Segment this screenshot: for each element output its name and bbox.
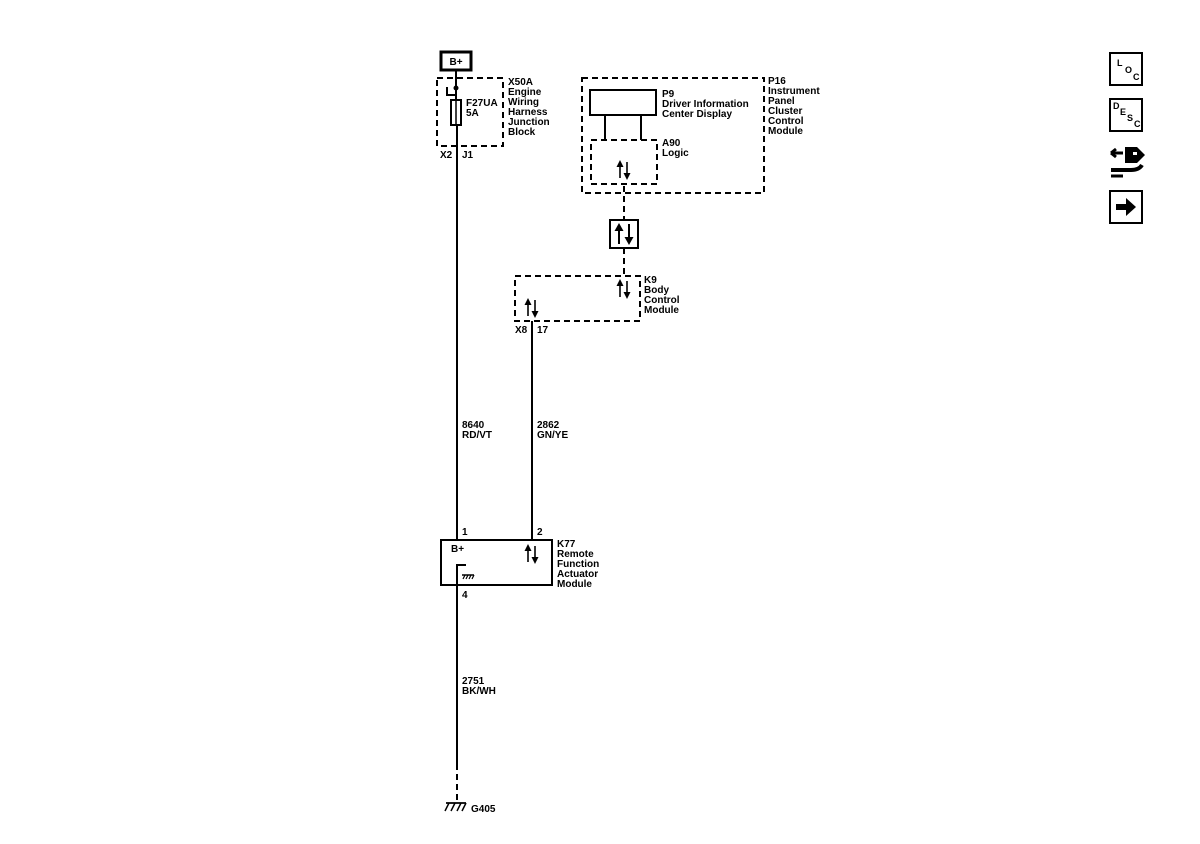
rfa-name-3: Actuator (557, 569, 598, 580)
bcm-terminal: 17 (537, 325, 549, 336)
bcm-name-3: Module (644, 305, 679, 316)
wire-8640-circuit: 8640 (462, 420, 485, 431)
location-letter-o: O (1125, 65, 1133, 75)
fuse-block-connector: X2 (440, 150, 453, 161)
fuse-block-name-3: Harness (508, 107, 548, 118)
display-id: P9 (662, 89, 675, 100)
fuse-rating: 5A (466, 108, 479, 119)
wire-2751-circuit: 2751 (462, 676, 485, 687)
wire-2751-color: BK/WH (462, 686, 496, 697)
fuse-block-id: X50A (508, 77, 533, 88)
display-p9-box (589, 89, 657, 116)
next-button[interactable] (1109, 190, 1143, 224)
fuse-id: F27UA (466, 98, 498, 109)
display-name-1: Driver Information (662, 99, 749, 110)
description-letter-s: S (1127, 113, 1134, 123)
bcm-name-2: Control (644, 295, 680, 306)
bcm-name-1: Body (644, 285, 669, 296)
wire-8640-color: RD/VT (462, 430, 492, 441)
ground-id: G405 (471, 804, 496, 815)
rfa-internal-label: B+ (451, 544, 464, 555)
rfa-module-box (440, 539, 553, 586)
ipc-name-5: Module (768, 126, 803, 137)
next-arrow-icon (1116, 198, 1136, 216)
ground-g405-icon (444, 802, 467, 812)
rfa-name-2: Function (557, 559, 599, 570)
wire-2862-circuit: 2862 (537, 420, 560, 431)
location-button[interactable]: L O C (1109, 52, 1143, 86)
serial-data-symbol-box (609, 219, 639, 249)
location-letter-l: L (1117, 58, 1123, 68)
ipc-name-1: Instrument (768, 86, 820, 97)
rfa-name-1: Remote (557, 549, 594, 560)
ipc-outline (581, 77, 765, 194)
rfa-chassis-ground-icon (462, 574, 475, 580)
rfa-data-arrows-icon (524, 544, 539, 564)
logic-id: A90 (662, 138, 681, 149)
ipc-name-4: Control (768, 116, 804, 127)
description-button[interactable]: D E S C (1109, 98, 1143, 132)
rfa-pin-power: 1 (462, 527, 468, 538)
bcm-internal-data-arrows-icon (616, 279, 631, 299)
ipc-name-3: Cluster (768, 106, 803, 117)
rfa-pin-ground: 4 (462, 590, 468, 601)
location-letter-c: C (1133, 72, 1140, 82)
logic-name: Logic (662, 148, 689, 159)
bcm-outline (514, 275, 641, 322)
bcm-data-arrows-icon (524, 298, 539, 318)
rfa-internal-ground-lead (456, 564, 466, 585)
description-letter-c: C (1134, 119, 1141, 129)
fuse-block-name-1: Engine (508, 87, 542, 98)
fuse-block-name-4: Junction (508, 117, 550, 128)
fuse-block-name-2: Wiring (508, 97, 539, 108)
fuse-block-terminal: J1 (462, 150, 474, 161)
rfa-name-4: Module (557, 579, 592, 590)
serial-data-arrows-icon (614, 223, 634, 245)
fuse-block-outline (436, 77, 504, 147)
ipc-name-2: Panel (768, 96, 795, 107)
ipc-id: P16 (768, 76, 786, 87)
logic-a90-outline (590, 139, 658, 185)
connector-tool-icon (1110, 147, 1145, 178)
connector-tool-button[interactable] (1109, 143, 1147, 178)
bcm-connector: X8 (515, 325, 528, 336)
fuse-block-bus (446, 87, 456, 96)
rfa-id: K77 (557, 539, 576, 550)
ipc-data-arrows-icon (616, 160, 631, 180)
description-letter-e: E (1120, 107, 1127, 117)
fuse-block-name-5: Block (508, 127, 536, 138)
description-letter-d: D (1113, 101, 1120, 111)
power-source-label: B+ (449, 57, 462, 68)
wire-2862-color: GN/YE (537, 430, 568, 441)
display-name-2: Center Display (662, 109, 732, 120)
bcm-id: K9 (644, 275, 657, 286)
rfa-pin-data: 2 (537, 527, 543, 538)
